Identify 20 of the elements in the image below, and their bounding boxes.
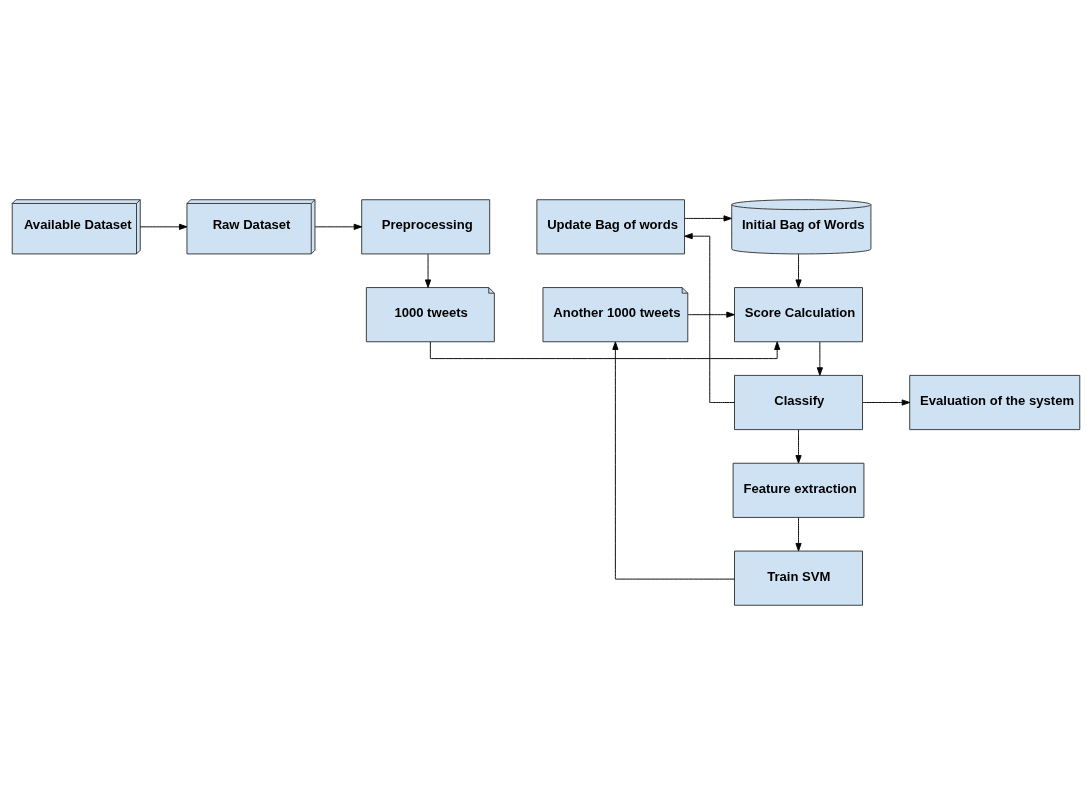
node-box: Score Calculation <box>734 287 863 343</box>
arrow <box>684 215 732 222</box>
arrow <box>684 233 735 403</box>
node-box: Evaluation of the system <box>909 374 1081 431</box>
arrow <box>862 399 911 406</box>
arrow <box>612 341 735 580</box>
node-box: Preprocessing <box>361 199 491 255</box>
node-box: Train SVM <box>734 550 863 606</box>
arrow <box>424 253 432 288</box>
node-box: Update Bag of words <box>536 199 685 255</box>
arrow <box>795 253 802 288</box>
node-box: Feature extraction <box>732 462 865 518</box>
arrow <box>687 311 735 318</box>
arrow <box>139 223 188 230</box>
arrow <box>795 517 802 552</box>
arrow <box>429 341 781 360</box>
arrow <box>816 341 823 376</box>
arrow <box>314 223 363 230</box>
arrow <box>795 429 802 464</box>
node-box: Classify <box>734 374 863 431</box>
